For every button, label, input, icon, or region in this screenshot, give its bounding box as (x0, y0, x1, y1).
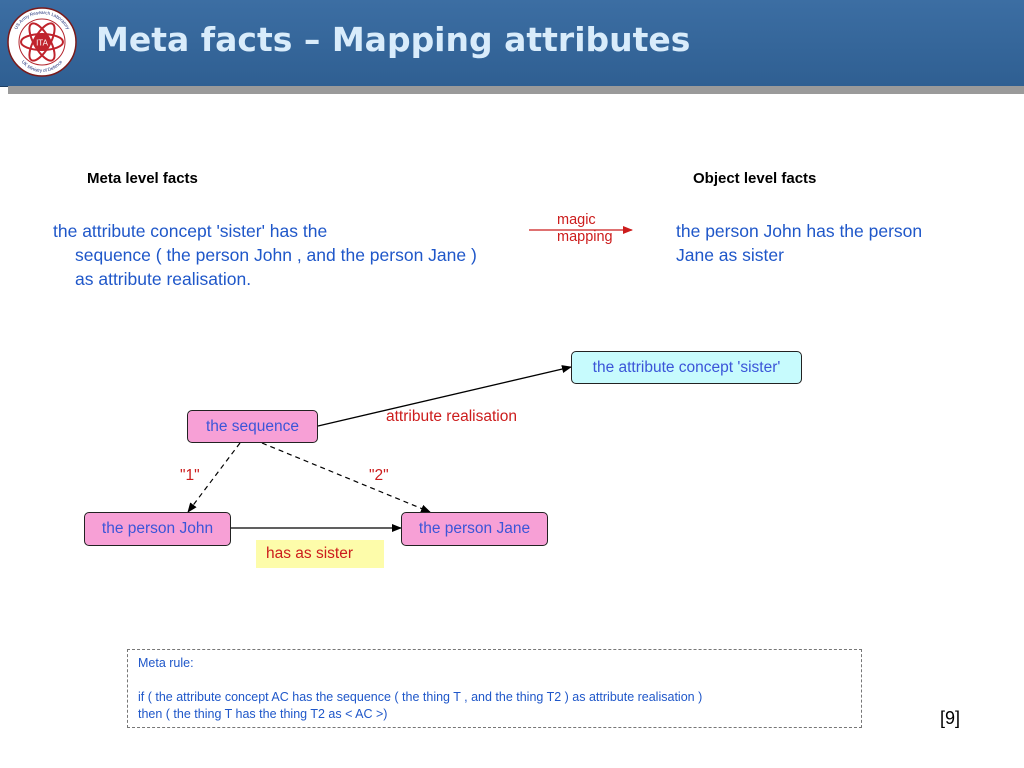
magic-mapping-label: magic mapping (557, 212, 613, 246)
attribute-realisation-label: attribute realisation (386, 408, 517, 425)
meta-rule-line-1: if ( the attribute concept AC has the se… (138, 690, 703, 704)
meta-rule-heading: Meta rule: (138, 656, 194, 670)
meta-fact-line-3: as attribute realisation. (75, 269, 252, 289)
atom-seal-icon: ITA US Army Research Laboratory UK Minis… (7, 7, 77, 77)
meta-rule-box: Meta rule: if ( the attribute concept AC… (127, 649, 862, 728)
slide-title: Meta facts – Mapping attributes (96, 20, 691, 59)
meta-level-heading: Meta level facts (87, 170, 198, 187)
meta-fact-line-2: sequence ( the person John , and the per… (75, 245, 477, 265)
magic-mapping-line-1: magic (557, 212, 596, 228)
object-fact-line-1: the person John has the person (676, 221, 923, 241)
meta-fact-line-1: the attribute concept 'sister' has the (53, 221, 328, 241)
object-fact-text: the person John has the person Jane as s… (676, 219, 922, 267)
header-shadow (8, 86, 1024, 94)
second-element-edge (261, 442, 431, 513)
reference-number: [9] (940, 708, 961, 728)
object-level-heading: Object level facts (693, 170, 817, 187)
meta-rule-line-2: then ( the thing T has the thing T2 as <… (138, 707, 388, 721)
has-as-sister-label: has as sister (256, 540, 384, 568)
node-person-jane: the person Jane (401, 512, 548, 546)
magic-mapping-line-2: mapping (557, 229, 613, 245)
meta-fact-text: the attribute concept 'sister' has the s… (53, 219, 477, 291)
meta-rule-spacer (138, 672, 851, 689)
node-attribute-concept: the attribute concept 'sister' (571, 351, 802, 384)
logo-center-text: ITA (36, 39, 49, 48)
second-index-label: "2" (369, 467, 389, 484)
node-person-john: the person John (84, 512, 231, 546)
object-fact-line-2: Jane as sister (676, 245, 784, 265)
attribute-realisation-edge (317, 365, 572, 427)
slide-header: ITA US Army Research Laboratory UK Minis… (0, 0, 1024, 87)
first-index-label: "1" (180, 467, 200, 484)
first-element-edge (187, 442, 241, 513)
node-sequence: the sequence (187, 410, 318, 443)
